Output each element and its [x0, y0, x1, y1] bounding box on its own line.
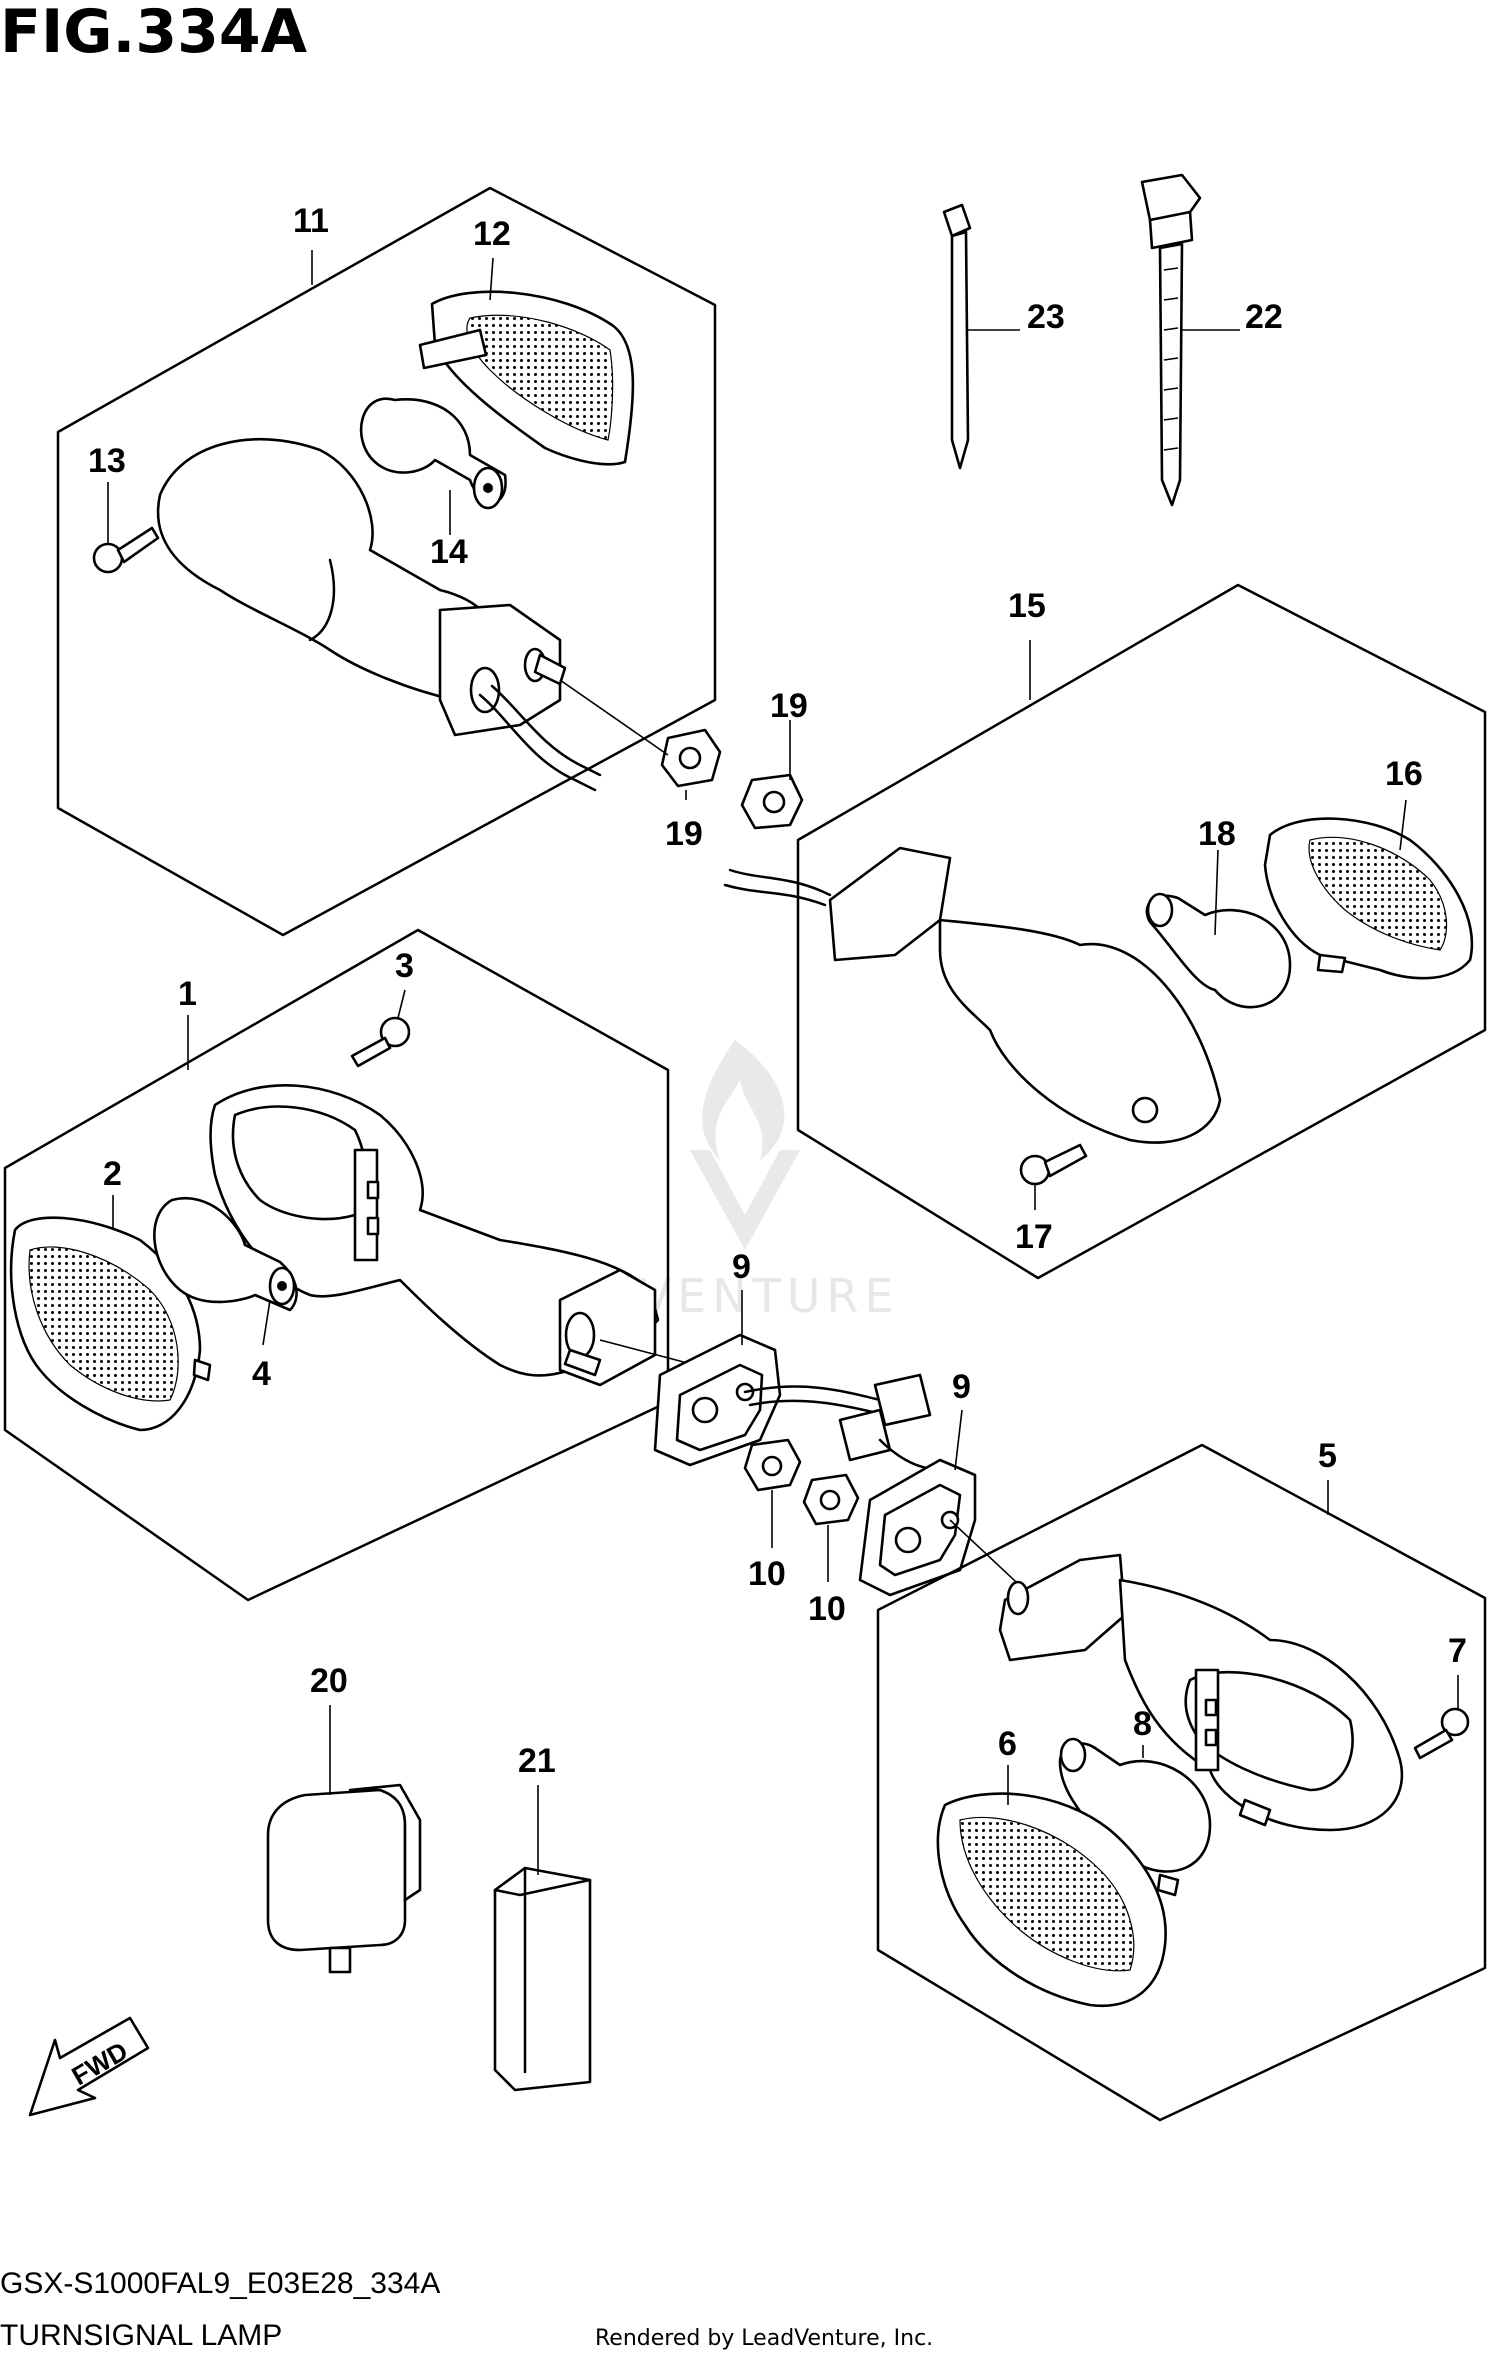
callout-19-upper: 19: [770, 687, 808, 725]
part-12-lens: [418, 290, 635, 466]
leader-lines: [107, 250, 1459, 1875]
callout-5: 5: [1318, 1437, 1337, 1475]
part-14-bulb: [359, 397, 507, 510]
part-8-bulb: [1058, 1737, 1212, 1873]
assembly-box-11: [56, 186, 717, 937]
callout-2: 2: [103, 1155, 122, 1193]
part-1-housing: [209, 1084, 660, 1387]
callout-4: 4: [252, 1355, 271, 1393]
part-23-zip-tie: [942, 203, 972, 470]
callout-18: 18: [1198, 815, 1236, 853]
callout-10-left: 10: [748, 1555, 786, 1593]
figure-title: FIG.334A: [0, 0, 308, 67]
part-21-label: [493, 1866, 592, 2092]
part-22-cable-tie-clip: [1140, 173, 1202, 507]
part-19-nut-upper: [660, 728, 722, 788]
part-11-housing: [156, 438, 602, 792]
callout-9-left: 9: [732, 1248, 751, 1286]
part-13-screw: [92, 526, 160, 574]
connector-right: [838, 1408, 892, 1462]
part-2-lens: [9, 1216, 212, 1432]
part-6-lens: [936, 1792, 1180, 2008]
callout-8: 8: [1133, 1705, 1152, 1743]
part-9-gasket-right: [858, 1458, 977, 1597]
part-17-screw: [1019, 1143, 1088, 1186]
part-3-screw: [350, 1016, 411, 1068]
callout-11: 11: [293, 202, 329, 240]
part-9-gasket-left: [653, 1333, 782, 1467]
callout-16: 16: [1385, 755, 1423, 793]
callout-1: 1: [178, 975, 197, 1013]
callout-12: 12: [473, 215, 511, 253]
connector-left: [873, 1373, 932, 1427]
callout-20: 20: [310, 1662, 348, 1700]
callout-3: 3: [395, 947, 414, 985]
callout-21: 21: [518, 1742, 556, 1780]
callout-10-right: 10: [808, 1590, 846, 1628]
figure-caption: TURNSIGNAL LAMP: [0, 2319, 282, 2352]
callout-15: 15: [1008, 587, 1046, 625]
callout-labels: 11 12 13 14 23 22 15 19 19 16 18 17 1 3 …: [88, 202, 1467, 1780]
part-7-screw: [1413, 1707, 1470, 1760]
callout-23: 23: [1027, 298, 1065, 336]
callout-6: 6: [998, 1725, 1017, 1763]
assembly-box-15: [796, 583, 1487, 1280]
part-10-nut-right: [802, 1473, 860, 1526]
part-4-bulb: [153, 1197, 298, 1312]
part-20-relay: [266, 1783, 422, 1974]
callout-22: 22: [1245, 298, 1283, 336]
part-19-nut-lower: [740, 773, 804, 830]
assembly-box-5: [876, 1443, 1487, 2122]
callout-9-right: 9: [952, 1368, 971, 1406]
callout-7: 7: [1448, 1632, 1467, 1670]
render-credit: Rendered by LeadVenture, Inc.: [595, 2326, 933, 2351]
part-5-housing: [998, 1553, 1404, 1832]
callout-19-lower: 19: [665, 815, 703, 853]
part-15-housing: [723, 846, 1222, 1144]
callout-13: 13: [88, 442, 126, 480]
part-16-lens: [1263, 817, 1474, 980]
callout-17: 17: [1015, 1218, 1053, 1256]
model-code: GSX-S1000FAL9_E03E28_334A: [0, 2267, 440, 2300]
callout-14: 14: [430, 533, 468, 571]
fwd-arrow-icon: FWD: [28, 2016, 150, 2117]
part-10-nut-left: [743, 1438, 802, 1492]
part-18-bulb: [1145, 892, 1292, 1009]
